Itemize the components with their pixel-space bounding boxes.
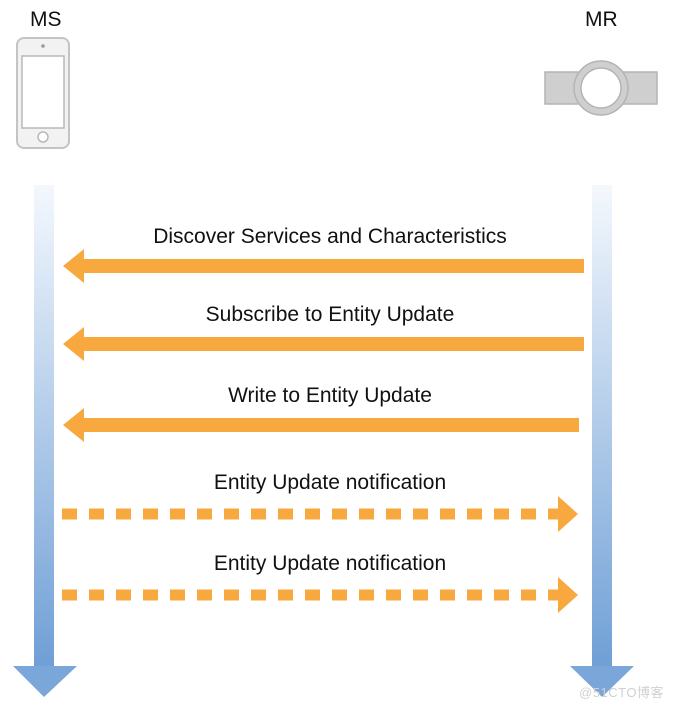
arrow-subscribe bbox=[63, 327, 584, 361]
watermark: @51CTO博客 bbox=[579, 685, 664, 700]
arrow-discover bbox=[63, 249, 584, 283]
arrow-notification-2 bbox=[62, 577, 578, 613]
watch-icon bbox=[544, 60, 658, 116]
message-label-discover: Discover Services and Characteristics bbox=[153, 225, 507, 248]
message-label-subscribe: Subscribe to Entity Update bbox=[205, 303, 455, 326]
phone-icon bbox=[16, 37, 70, 149]
actor-label-mr: MR bbox=[585, 8, 618, 31]
lifeline-mr bbox=[570, 185, 634, 697]
lifeline-ms bbox=[13, 185, 77, 697]
actor-label-ms: MS bbox=[30, 8, 62, 31]
message-label-notification-1: Entity Update notification bbox=[213, 471, 447, 494]
message-label-notification-2: Entity Update notification bbox=[213, 552, 447, 575]
arrow-notification-1 bbox=[62, 496, 578, 532]
message-label-write: Write to Entity Update bbox=[228, 384, 432, 407]
arrow-write bbox=[63, 408, 579, 442]
